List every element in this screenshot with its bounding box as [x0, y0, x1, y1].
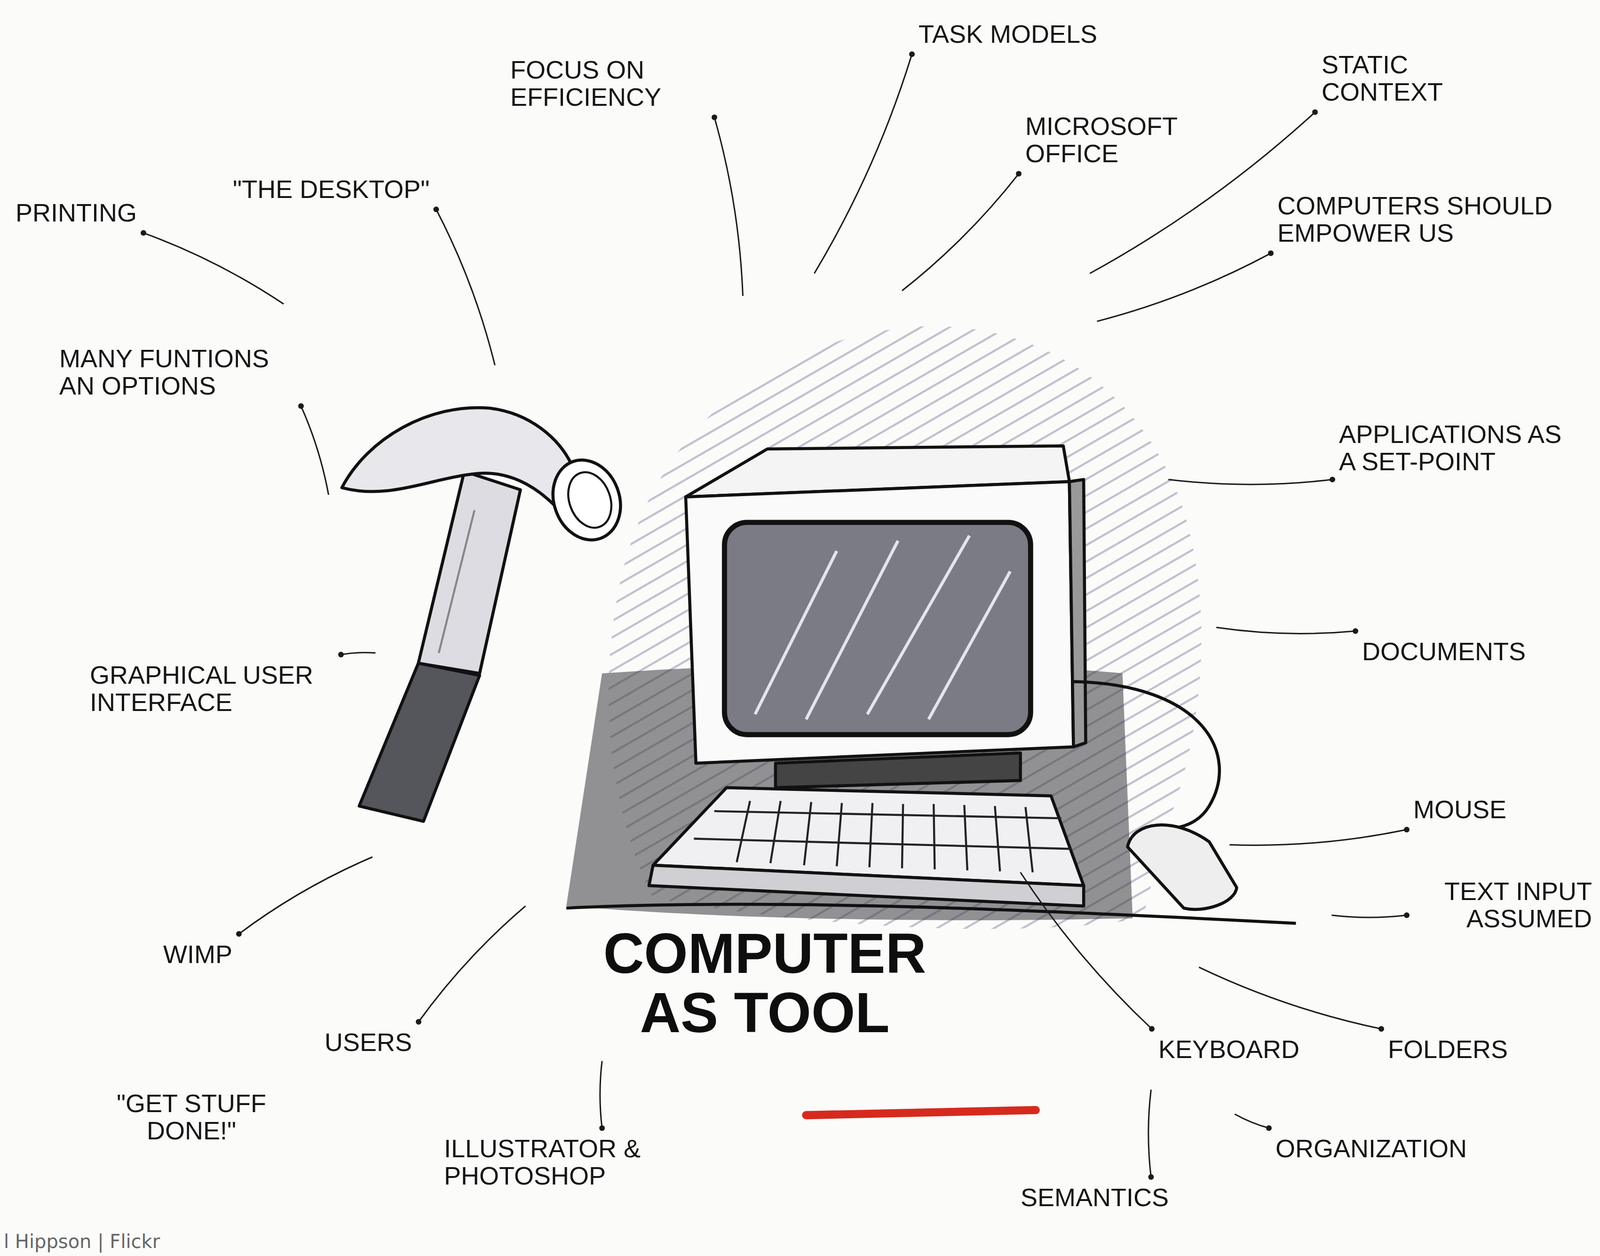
leader-line	[238, 857, 373, 935]
leader-dot	[415, 1019, 422, 1025]
leader-dot	[140, 229, 147, 236]
sketch-label: APPLICATIONS AS A SET-POINT	[1338, 420, 1575, 476]
sketch-label: DOCUMENTS	[1362, 637, 1526, 666]
leader-dot	[1312, 109, 1318, 116]
sketch-label: COMPUTERS SHOULD EMPOWER US	[1277, 191, 1569, 247]
sketch-label: FOCUS ON EFFICIENCY	[510, 55, 708, 111]
hammer	[341, 407, 632, 822]
leader-line	[143, 232, 284, 304]
sketch-label: TEXT INPUT ASSUMED	[1413, 877, 1593, 933]
leader-line	[902, 174, 1019, 292]
leader-line	[1229, 829, 1407, 846]
leader-dot	[1403, 826, 1410, 833]
leader-line	[418, 906, 526, 1022]
leader-line	[1020, 872, 1152, 1030]
leader-line	[1234, 1114, 1269, 1129]
leader-dot	[1378, 1026, 1385, 1032]
sketch-label: STATIC CONTEXT	[1321, 50, 1463, 106]
leader-dot	[1352, 628, 1359, 634]
leader-line	[300, 406, 329, 496]
sketch-label: ILLUSTRATOR & PHOTOSHOP	[443, 1134, 651, 1190]
leader-line	[1148, 1089, 1152, 1178]
leader-dot	[1266, 1125, 1272, 1132]
leader-dot	[1148, 1026, 1155, 1032]
sketch-label: "THE DESKTOP"	[232, 175, 430, 203]
sketch-label: "GET STUFF DONE!"	[102, 1089, 281, 1145]
leader-line	[1216, 627, 1356, 634]
diagram-title: COMPUTER AS TOOL	[576, 923, 953, 1043]
leader-dot	[711, 114, 718, 121]
leader-dot	[909, 51, 915, 57]
leader-line	[435, 209, 495, 365]
leader-dot	[236, 931, 242, 937]
title-underline	[806, 1110, 1036, 1116]
sketch-label: MICROSOFT OFFICE	[1025, 112, 1204, 168]
leader-dot	[599, 1125, 605, 1132]
sketch-label: GRAPHICAL USER INTERFACE	[89, 661, 335, 717]
sketch-label: SEMANTICS	[1020, 1183, 1169, 1212]
leader-dot	[1148, 1174, 1154, 1181]
leader-dot	[433, 206, 439, 213]
leader-dot	[1329, 476, 1336, 483]
leader-line	[814, 54, 912, 274]
leader-line	[1168, 479, 1333, 485]
sketch-label: MANY FUNTIONS AN OPTIONS	[59, 344, 295, 400]
sketch-label: USERS	[324, 1028, 412, 1056]
sketch-label: WIMP	[163, 940, 233, 968]
leader-dot	[1015, 171, 1022, 177]
leader-line	[1096, 253, 1271, 322]
leader-line	[600, 1061, 602, 1129]
leader-line	[1198, 967, 1382, 1030]
sketch-label: TASK MODELS	[918, 20, 1098, 48]
sketch-label: MOUSE	[1413, 795, 1507, 824]
sketch-label: FOLDERS	[1387, 1035, 1508, 1063]
leader-line	[1331, 915, 1407, 918]
computer	[649, 445, 1237, 910]
leader-dot	[338, 651, 344, 658]
leader-line	[714, 117, 744, 297]
sketch-label: KEYBOARD	[1158, 1035, 1300, 1063]
sketch-label: PRINTING	[15, 198, 137, 227]
leader-dot	[1403, 912, 1410, 919]
leader-dot	[1267, 250, 1274, 257]
sketch-label: ORGANIZATION	[1275, 1134, 1467, 1163]
watermark: l Hippson | Flickr	[3, 1230, 160, 1253]
leader-line	[340, 652, 376, 655]
leader-dot	[298, 403, 304, 410]
